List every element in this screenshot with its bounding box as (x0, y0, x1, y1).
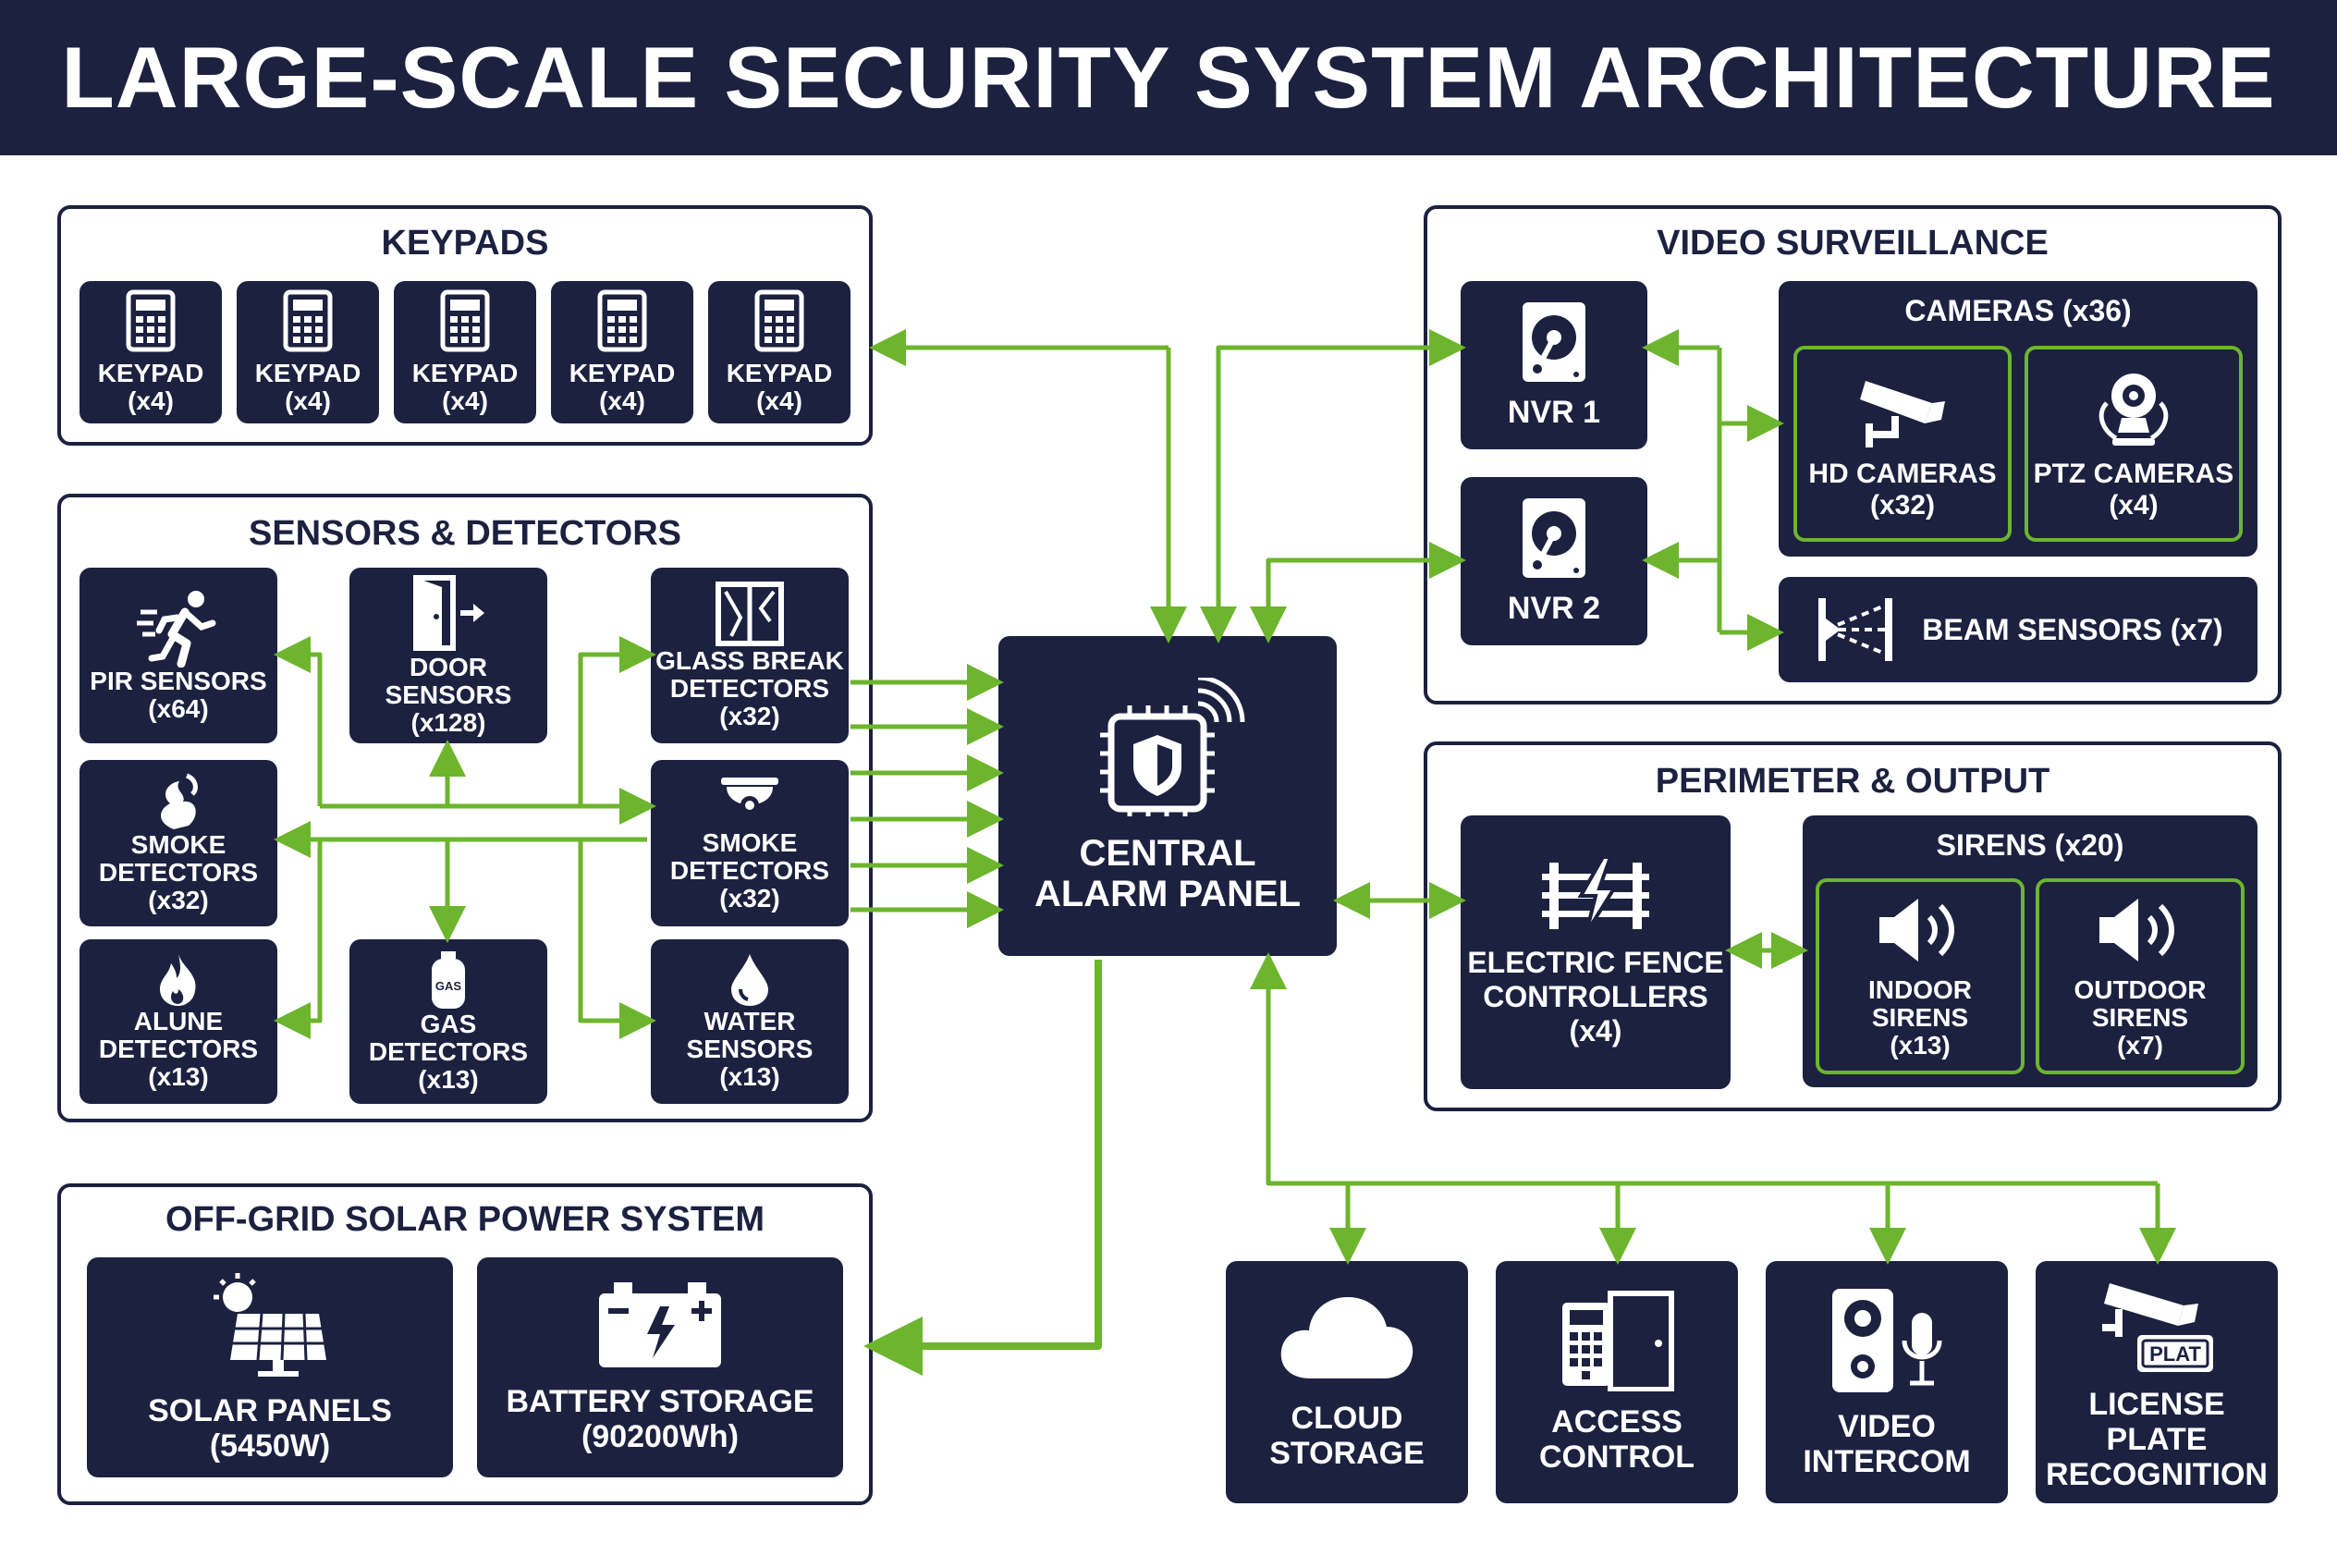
smoke-detectors-right-label: SMOKE DETECTORS (x32) (669, 828, 830, 913)
electric-fence-label: ELECTRIC FENCE CONTROLLERS (x4) (1467, 945, 1724, 1047)
indoor-sirens-label: INDOOR SIRENS (x13) (1868, 975, 1972, 1060)
smoke-icon (161, 773, 198, 829)
keypad-label: KEYPAD (x4) (97, 359, 204, 415)
solar-title: OFF-GRID SOLAR POWER SYSTEM (165, 1200, 765, 1239)
cameras-title: CAMERAS (x36) (1904, 294, 2132, 327)
page-title: LARGE-SCALE SECURITY SYSTEM ARCHITECTURE (61, 29, 2276, 126)
perimeter-title: PERIMETER & OUTPUT (1655, 762, 2050, 801)
running-person-icon (137, 591, 216, 668)
solar-panels-card[interactable]: SOLAR PANELS (5450W) (87, 1257, 453, 1477)
panel-to-nvr1-arrow (1216, 329, 1466, 634)
access-keypad-door-icon (1562, 1291, 1674, 1391)
lpr-badge-text: PLAT (2149, 1342, 2201, 1366)
glass-break-card[interactable]: GLASS BREAK DETECTORS (x32) (651, 568, 849, 743)
keypad-label: KEYPAD (x4) (726, 359, 833, 415)
flame-icon (160, 954, 196, 1006)
nvr2-card[interactable]: NVR 2 (1461, 477, 1647, 645)
shield-chip-icon (1100, 678, 1245, 816)
keypad-card[interactable]: KEYPAD (x4) (80, 281, 222, 423)
beam-sensors-label: BEAM SENSORS (x7) (1922, 613, 2223, 646)
keypad-card[interactable]: KEYPAD (x4) (551, 281, 693, 423)
cloud-storage-card[interactable]: CLOUD STORAGE (1226, 1261, 1468, 1503)
keypad-icon (597, 289, 647, 352)
intercom-icon (1832, 1289, 1942, 1392)
battery-storage-card[interactable]: BATTERY STORAGE (90200Wh) (477, 1257, 843, 1477)
speaker-icon (1879, 899, 1954, 962)
keypads-title: KEYPADS (381, 224, 549, 263)
ptz-camera-icon (2098, 374, 2169, 446)
cloud-icon (1280, 1297, 1413, 1378)
keypad-icon (440, 289, 490, 352)
flame-detectors-card[interactable]: ALUNE DETECTORS (x13) (80, 939, 277, 1104)
outdoor-sirens-card[interactable]: OUTDOOR SIRENS (x7) (2036, 878, 2245, 1074)
gas-detectors-card[interactable]: GAS GAS DETECTORS (x13) (349, 939, 547, 1104)
keypad-label: KEYPAD (x4) (411, 359, 519, 415)
solar-panels-label: SOLAR PANELS (5450W) (148, 1393, 392, 1464)
nvr2-label: NVR 2 (1507, 591, 1601, 626)
ptz-cameras-label: PTZ CAMERAS (x4) (2033, 459, 2234, 521)
title-bar: LARGE-SCALE SECURITY SYSTEM ARCHITECTURE (0, 0, 2337, 155)
sensors-title: SENSORS & DETECTORS (248, 514, 682, 553)
cloud-storage-label: CLOUD STORAGE (1269, 1401, 1425, 1471)
central-alarm-panel-label: CENTRAL ALARM PANEL (1034, 833, 1302, 914)
hd-cameras-card[interactable]: HD CAMERAS (x32) (1793, 346, 2012, 542)
license-plate-label: LICENSE PLATE RECOGNITION (2046, 1387, 2268, 1492)
battery-storage-label: BATTERY STORAGE (90200Wh) (506, 1384, 814, 1454)
smoke-detectors-left-label: SMOKE DETECTORS (x32) (98, 830, 259, 914)
pir-sensors-card[interactable]: PIR SENSORS (x64) (80, 568, 277, 743)
hard-drive-icon (1523, 302, 1585, 382)
video-intercom-label: VIDEO INTERCOM (1803, 1409, 1971, 1479)
hard-drive-icon (1523, 498, 1585, 578)
video-surveillance-title: VIDEO SURVEILLANCE (1657, 224, 2049, 263)
speaker-icon (2099, 899, 2174, 962)
keypad-icon (754, 289, 804, 352)
door-exit-icon (413, 575, 484, 651)
video-intercom-card[interactable]: VIDEO INTERCOM (1766, 1261, 2008, 1503)
beam-sensor-icon (1818, 598, 1893, 661)
panel-to-solar-arrow (863, 960, 1102, 1376)
smoke-detectors-right-card[interactable]: SMOKE DETECTORS (x32) (651, 760, 849, 926)
keypad-card[interactable]: KEYPAD (x4) (708, 281, 850, 423)
indoor-sirens-card[interactable]: INDOOR SIRENS (x13) (1816, 878, 2025, 1074)
access-control-label: ACCESS CONTROL (1538, 1404, 1695, 1475)
nvr1-card[interactable]: NVR 1 (1461, 281, 1647, 449)
water-drop-icon (731, 954, 768, 1006)
water-sensors-label: WATER SENSORS (x13) (686, 1007, 814, 1091)
electric-fence-icon (1542, 856, 1649, 933)
central-alarm-panel[interactable]: CENTRAL ALARM PANEL (998, 636, 1337, 956)
electric-fence-card[interactable]: ELECTRIC FENCE CONTROLLERS (x4) (1461, 815, 1731, 1089)
pir-sensors-label: PIR SENSORS (x64) (90, 667, 267, 723)
flame-detectors-label: ALUNE DETECTORS (x13) (98, 1007, 259, 1091)
solar-panel-icon (214, 1273, 326, 1377)
door-sensors-card[interactable]: DOOR SENSORS (x128) (349, 568, 547, 743)
keypad-label: KEYPAD (x4) (254, 359, 361, 415)
broken-window-icon (716, 582, 784, 646)
beam-sensors-card[interactable]: BEAM SENSORS (x7) (1779, 577, 2257, 682)
keypad-card[interactable]: KEYPAD (x4) (394, 281, 536, 423)
door-sensors-label: DOOR SENSORS (x128) (385, 653, 512, 737)
keypad-card[interactable]: KEYPAD (x4) (237, 281, 379, 423)
license-plate-card[interactable]: PLAT LICENSE PLATE RECOGNITION (2036, 1261, 2278, 1503)
water-sensors-card[interactable]: WATER SENSORS (x13) (651, 939, 849, 1104)
keypad-label: KEYPAD (x4) (569, 359, 676, 415)
lpr-camera-icon: PLAT (2102, 1283, 2213, 1372)
ptz-cameras-card[interactable]: PTZ CAMERAS (x4) (2025, 346, 2243, 542)
outdoor-sirens-label: OUTDOOR SIRENS (x7) (2074, 975, 2207, 1060)
hd-cameras-label: HD CAMERAS (x32) (1808, 459, 1997, 521)
access-control-card[interactable]: ACCESS CONTROL (1496, 1261, 1738, 1503)
gas-detectors-label: GAS DETECTORS (x13) (368, 1010, 529, 1094)
nvr1-label: NVR 1 (1507, 395, 1601, 430)
gas-badge-text: GAS (435, 979, 462, 993)
keypad-icon (283, 289, 333, 352)
gas-cylinder-icon: GAS (432, 951, 465, 1009)
glass-break-label: GLASS BREAK DETECTORS (x32) (655, 646, 844, 730)
keypad-icon (126, 289, 176, 352)
cctv-camera-icon (1860, 381, 1945, 447)
sirens-title: SIRENS (x20) (1936, 828, 2124, 862)
battery-icon (599, 1282, 721, 1367)
ceiling-detector-icon (721, 778, 778, 815)
smoke-detectors-left-card[interactable]: SMOKE DETECTORS (x32) (80, 760, 277, 926)
